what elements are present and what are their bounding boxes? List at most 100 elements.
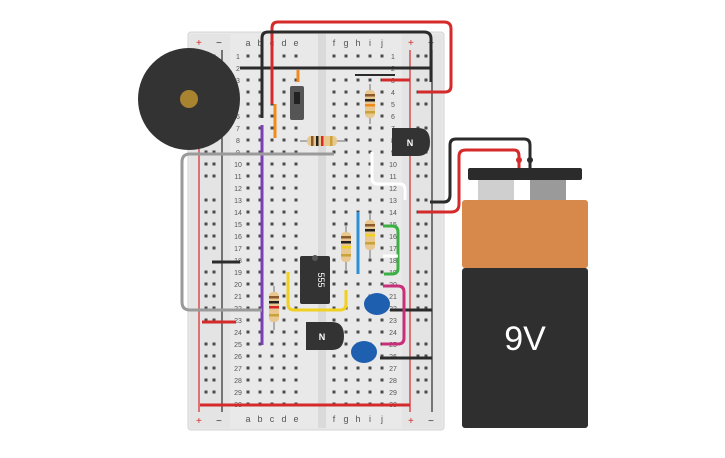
breadboard-hole[interactable]	[258, 210, 262, 214]
rail-hole[interactable]	[416, 234, 420, 238]
breadboard-hole[interactable]	[344, 222, 348, 226]
breadboard-hole[interactable]	[294, 234, 298, 238]
breadboard-hole[interactable]	[332, 210, 336, 214]
breadboard-hole[interactable]	[258, 390, 262, 394]
breadboard-hole[interactable]	[332, 150, 336, 154]
breadboard-hole[interactable]	[368, 318, 372, 322]
breadboard-hole[interactable]	[344, 366, 348, 370]
rail-hole[interactable]	[204, 246, 208, 250]
rail-hole[interactable]	[424, 102, 428, 106]
breadboard-hole[interactable]	[380, 234, 384, 238]
breadboard-hole[interactable]	[380, 102, 384, 106]
rail-hole[interactable]	[416, 174, 420, 178]
breadboard-hole[interactable]	[294, 294, 298, 298]
breadboard-hole[interactable]	[294, 210, 298, 214]
breadboard-hole[interactable]	[282, 390, 286, 394]
rail-hole[interactable]	[212, 174, 216, 178]
rail-hole[interactable]	[416, 102, 420, 106]
rail-hole[interactable]	[424, 162, 428, 166]
breadboard-hole[interactable]	[246, 258, 250, 262]
capacitor-lower[interactable]	[351, 341, 377, 363]
breadboard-hole[interactable]	[380, 90, 384, 94]
breadboard-hole[interactable]	[368, 390, 372, 394]
breadboard-hole[interactable]	[368, 258, 372, 262]
breadboard-hole[interactable]	[294, 390, 298, 394]
breadboard-hole[interactable]	[294, 342, 298, 346]
rail-hole[interactable]	[424, 366, 428, 370]
breadboard-hole[interactable]	[282, 138, 286, 142]
breadboard-hole[interactable]	[246, 174, 250, 178]
breadboard-hole[interactable]	[356, 294, 360, 298]
breadboard-hole[interactable]	[294, 222, 298, 226]
transistor-bottom[interactable]: N	[306, 322, 344, 350]
breadboard-hole[interactable]	[258, 150, 262, 154]
breadboard-hole[interactable]	[246, 330, 250, 334]
breadboard-hole[interactable]	[344, 90, 348, 94]
breadboard-hole[interactable]	[282, 162, 286, 166]
breadboard-hole[interactable]	[246, 138, 250, 142]
breadboard-hole[interactable]	[246, 186, 250, 190]
breadboard-hole[interactable]	[270, 342, 274, 346]
breadboard-hole[interactable]	[270, 234, 274, 238]
breadboard-hole[interactable]	[282, 294, 286, 298]
breadboard-hole[interactable]	[356, 378, 360, 382]
breadboard-hole[interactable]	[332, 186, 336, 190]
breadboard-hole[interactable]	[356, 138, 360, 142]
breadboard-hole[interactable]	[380, 210, 384, 214]
breadboard-hole[interactable]	[344, 210, 348, 214]
breadboard-hole[interactable]	[270, 150, 274, 154]
rail-hole[interactable]	[416, 282, 420, 286]
rail-hole[interactable]	[416, 78, 420, 82]
breadboard-hole[interactable]	[380, 378, 384, 382]
breadboard-hole[interactable]	[356, 54, 360, 58]
rail-hole[interactable]	[204, 282, 208, 286]
breadboard-hole[interactable]	[270, 126, 274, 130]
breadboard-hole[interactable]	[246, 378, 250, 382]
breadboard-hole[interactable]	[380, 186, 384, 190]
breadboard-hole[interactable]	[282, 126, 286, 130]
breadboard-hole[interactable]	[368, 150, 372, 154]
rail-hole[interactable]	[424, 234, 428, 238]
breadboard-hole[interactable]	[282, 234, 286, 238]
rail-hole[interactable]	[416, 54, 420, 58]
breadboard-hole[interactable]	[258, 222, 262, 226]
breadboard-hole[interactable]	[294, 258, 298, 262]
buzzer[interactable]	[138, 48, 240, 150]
rail-hole[interactable]	[212, 318, 216, 322]
breadboard-hole[interactable]	[282, 246, 286, 250]
rail-hole[interactable]	[204, 198, 208, 202]
breadboard-hole[interactable]	[258, 318, 262, 322]
breadboard-hole[interactable]	[368, 282, 372, 286]
breadboard-hole[interactable]	[356, 150, 360, 154]
breadboard-hole[interactable]	[380, 126, 384, 130]
ic-555[interactable]: 555	[300, 255, 330, 304]
breadboard-hole[interactable]	[380, 330, 384, 334]
rail-hole[interactable]	[204, 366, 208, 370]
breadboard-hole[interactable]	[282, 258, 286, 262]
breadboard-hole[interactable]	[282, 330, 286, 334]
breadboard-hole[interactable]	[246, 318, 250, 322]
breadboard-hole[interactable]	[332, 174, 336, 178]
breadboard-hole[interactable]	[344, 102, 348, 106]
breadboard-hole[interactable]	[368, 174, 372, 178]
wire-battery-red[interactable]	[418, 148, 521, 214]
breadboard-hole[interactable]	[246, 162, 250, 166]
rail-hole[interactable]	[424, 282, 428, 286]
breadboard-hole[interactable]	[294, 306, 298, 310]
breadboard-hole[interactable]	[282, 354, 286, 358]
breadboard-hole[interactable]	[344, 162, 348, 166]
breadboard-hole[interactable]	[270, 174, 274, 178]
breadboard-hole[interactable]	[380, 54, 384, 58]
breadboard-hole[interactable]	[246, 210, 250, 214]
breadboard-hole[interactable]	[294, 126, 298, 130]
breadboard-hole[interactable]	[356, 330, 360, 334]
breadboard-hole[interactable]	[294, 186, 298, 190]
breadboard-hole[interactable]	[380, 258, 384, 262]
wire-yellow[interactable]	[286, 272, 348, 312]
breadboard-hole[interactable]	[332, 246, 336, 250]
breadboard-hole[interactable]	[282, 90, 286, 94]
breadboard-hole[interactable]	[356, 162, 360, 166]
breadboard-hole[interactable]	[294, 282, 298, 286]
breadboard-hole[interactable]	[344, 150, 348, 154]
rail-hole[interactable]	[424, 354, 428, 358]
